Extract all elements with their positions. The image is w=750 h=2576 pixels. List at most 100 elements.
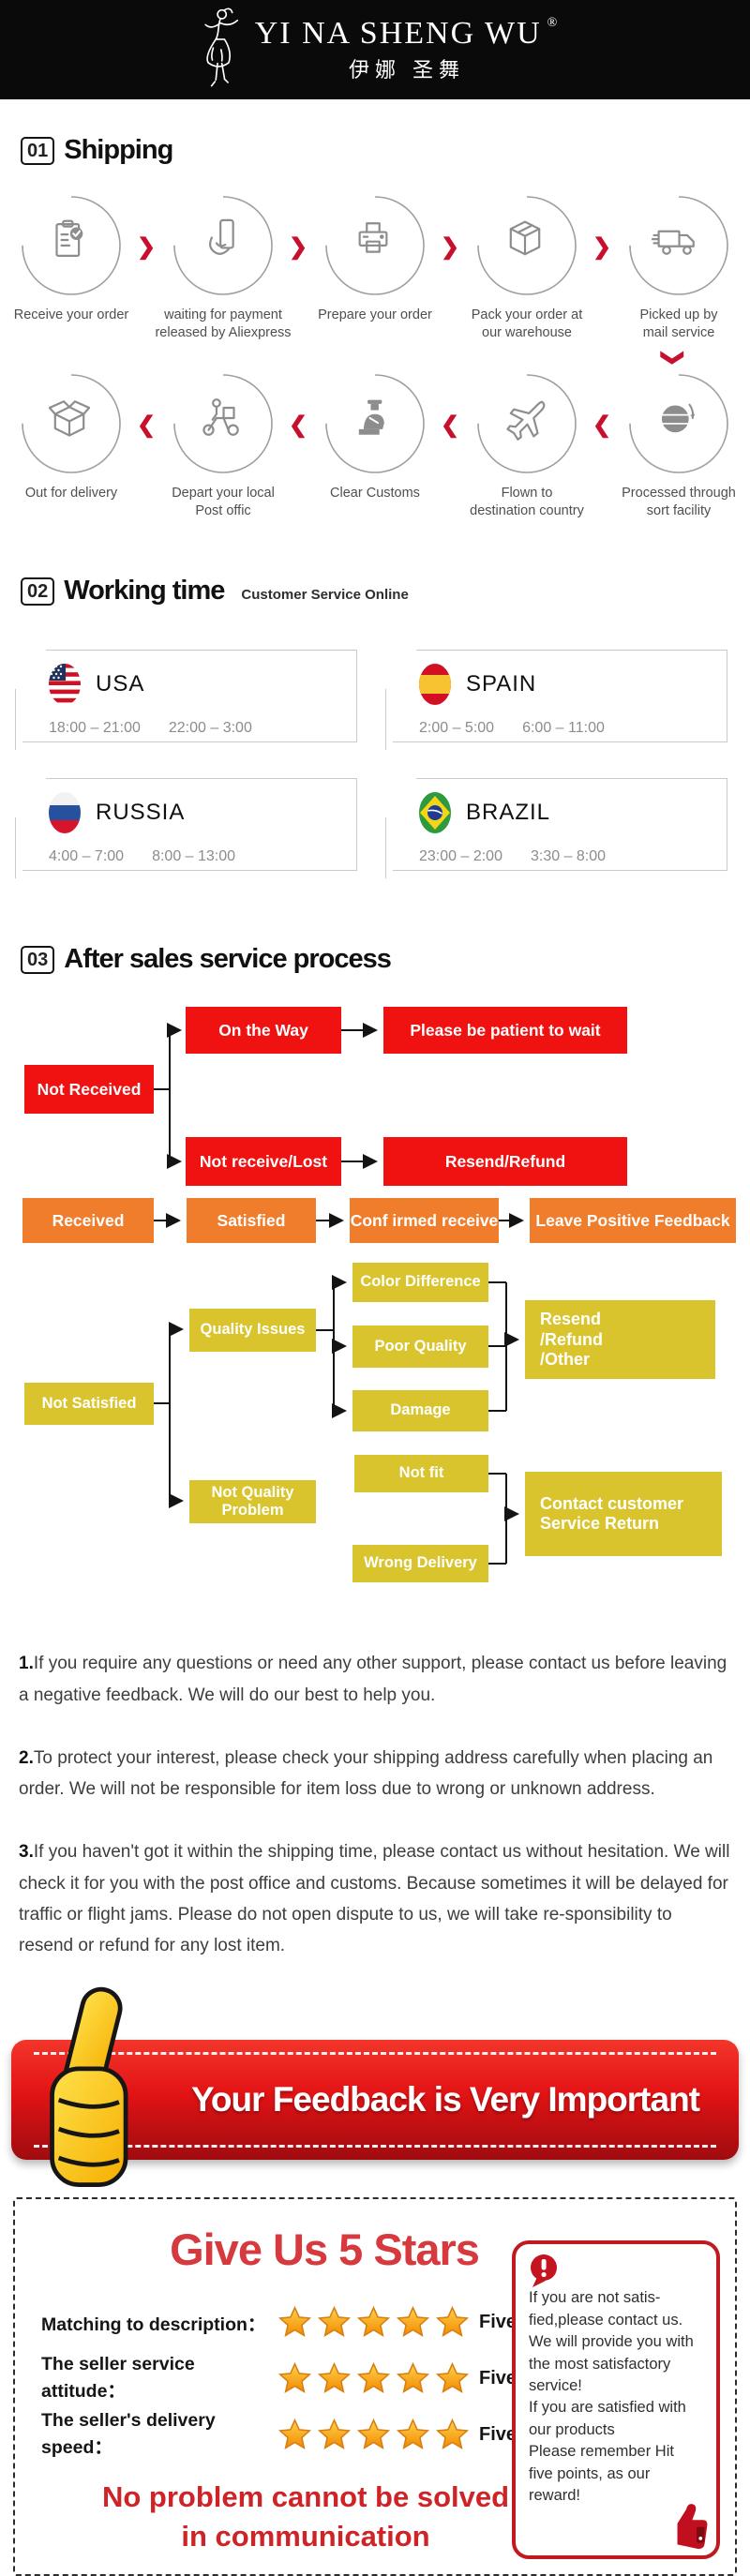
seller-notes: 1.If you require any questions or need a…	[0, 1648, 750, 1961]
section-number: 01	[21, 136, 55, 165]
flow-box-poor-quality: Poor Quality	[352, 1325, 488, 1369]
shipping-row-2: Out for delivery ❮ Depart your local Pos…	[0, 372, 750, 520]
step-label: Out for delivery	[24, 485, 118, 501]
flow-box-received: Received	[22, 1198, 154, 1244]
section-title-text: Working time	[64, 576, 225, 607]
arrow-right-icon: ❯	[137, 234, 157, 260]
brazil-flag-icon	[419, 792, 451, 834]
red-thumbs-up-icon	[677, 2504, 708, 2550]
truck-icon	[651, 215, 702, 270]
country-name: RUSSIA	[96, 800, 186, 826]
flow-box-wrong-delivery: Wrong Delivery	[352, 1545, 488, 1583]
step-label: Processed through sort facility	[622, 485, 736, 518]
hand-card-icon	[196, 215, 247, 270]
printer-icon	[348, 215, 398, 270]
arrow-down-icon: ❯	[660, 348, 686, 367]
shipping-step: Pack your order at our warehouse	[456, 194, 598, 342]
shipping-step: Depart your local Post offic	[152, 372, 294, 520]
note-paragraph: 3.If you haven't got it within the shipp…	[19, 1842, 730, 1956]
flow-box-damage: Damage	[352, 1390, 488, 1432]
globe-icon	[652, 393, 702, 448]
exclamation-icon	[531, 2254, 557, 2288]
customs-officer-icon	[348, 393, 398, 448]
arrow-left-icon: ❮	[289, 412, 308, 438]
section-subtitle: Customer Service Online	[241, 587, 409, 604]
after-sales-flowchart: On the Way Please be patient to wait Not…	[0, 999, 750, 1607]
flow-box-on-the-way: On the Way	[186, 1007, 341, 1055]
note-paragraph: 1.If you require any questions or need a…	[19, 1654, 728, 1705]
step-label: Picked up by mail service	[639, 307, 718, 340]
five-star-icons	[278, 2305, 470, 2340]
feedback-banner-text: Your Feedback is Very Important	[191, 2080, 700, 2119]
five-star-icons	[278, 2418, 470, 2452]
working-time-section-title: 02 Working time Customer Service Online	[0, 576, 750, 607]
country-name: SPAIN	[466, 671, 537, 697]
arrow-left-icon: ❮	[592, 412, 612, 438]
brand-name: YI NA SHENG WU®	[254, 16, 560, 51]
airplane-icon	[500, 393, 550, 448]
step-label: waiting for payment released by Aliexpre…	[155, 307, 292, 340]
open-box-icon	[44, 393, 95, 448]
arrow-left-icon: ❮	[137, 412, 157, 438]
feedback-banner-area: Your Feedback is Very Important	[0, 1987, 750, 2188]
arrow-left-icon: ❮	[441, 412, 460, 438]
shipping-step: Out for delivery	[0, 372, 142, 520]
communication-slogan: No problem cannot be solved in communica…	[101, 2480, 510, 2554]
flow-box-confirmed-receive: Conf irmed receive	[350, 1198, 499, 1244]
five-star-icons	[278, 2361, 470, 2396]
shipping-step: Receive your order	[0, 194, 142, 342]
shipping-step: Flown to destination country	[456, 372, 598, 520]
rating-label: Matching to description：	[41, 2314, 266, 2335]
satisfaction-note-box: If you are not satis- fied,please contac…	[512, 2240, 720, 2560]
scooter-icon	[196, 393, 247, 448]
step-label: Depart your local Post offic	[172, 485, 275, 518]
rating-label: The seller service attitude：	[41, 2354, 195, 2403]
step-label: Pack your order at our warehouse	[471, 307, 583, 340]
note-paragraph: 2.To protect your interest, please check…	[19, 1747, 713, 1800]
country-name: BRAZIL	[466, 800, 551, 826]
shipping-row-1: Receive your order ❯ waiting for payment…	[0, 194, 750, 342]
step-label: Prepare your order	[318, 307, 432, 322]
flow-box-not-receive-lost: Not receive/Lost	[186, 1137, 341, 1187]
section-title-text: After sales service process	[64, 944, 392, 975]
five-stars-box: Give Us 5 Stars Matching to description：…	[13, 2197, 737, 2576]
usa-flag-icon	[49, 664, 81, 706]
russia-flag-icon	[49, 792, 81, 834]
arrow-right-icon: ❯	[592, 234, 612, 260]
step-label: Receive your order	[13, 307, 129, 322]
box-icon	[500, 215, 550, 270]
flow-box-be-patient: Please be patient to wait	[383, 1007, 627, 1055]
flow-box-resend-refund-other: Resend /Refund /Other	[525, 1300, 715, 1380]
flow-box-contact-customer: Contact customer Service Return	[525, 1472, 722, 1557]
flow-box-satisfied: Satisfied	[187, 1198, 316, 1244]
flow-box-not-satisfied: Not Satisfied	[24, 1383, 154, 1426]
feedback-banner: Your Feedback is Very Important	[11, 2040, 739, 2161]
arrow-right-icon: ❯	[289, 234, 308, 260]
flow-box-not-fit: Not fit	[354, 1455, 488, 1493]
after-sales-section-title: 03 After sales service process	[0, 944, 750, 975]
section-number: 02	[21, 577, 55, 606]
flow-box-quality-issues: Quality Issues	[189, 1309, 316, 1353]
flow-box-leave-feedback: Leave Positive Feedback	[530, 1198, 736, 1244]
registered-mark: ®	[547, 16, 560, 30]
shipping-step: waiting for payment released by Aliexpre…	[152, 194, 294, 342]
clipboard-check-icon	[44, 215, 95, 270]
country-name: USA	[96, 671, 145, 697]
section-number: 03	[21, 945, 55, 974]
spain-flag-icon	[419, 664, 451, 706]
flow-box-not-received: Not Received	[24, 1065, 154, 1115]
shipping-step: Prepare your order	[304, 194, 446, 342]
arrow-right-icon: ❯	[441, 234, 460, 260]
five-stars-title: Give Us 5 Stars	[170, 2224, 480, 2275]
flow-box-color-difference: Color Difference	[352, 1263, 488, 1303]
shipping-step: Clear Customs	[304, 372, 446, 520]
